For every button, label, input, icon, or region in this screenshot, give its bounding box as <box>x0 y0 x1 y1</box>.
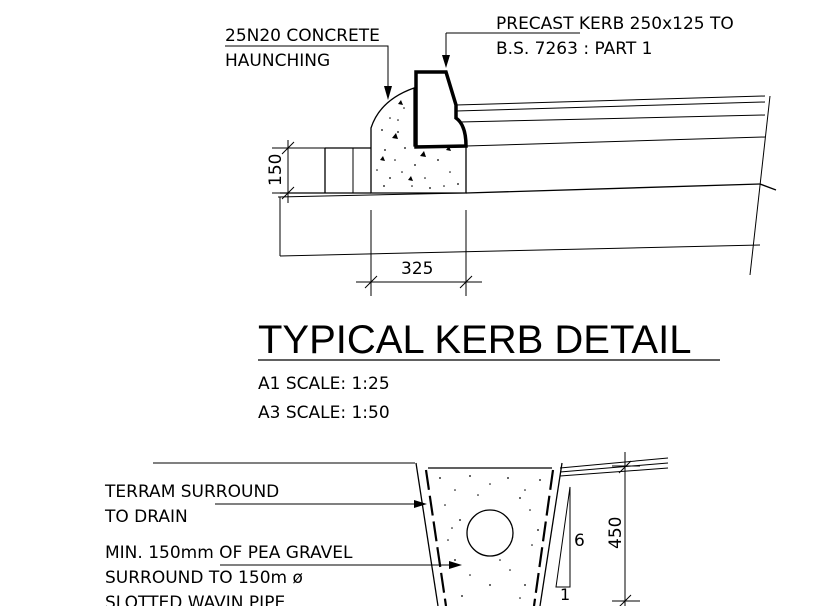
dim-width-label: 325 <box>401 259 433 279</box>
concrete-speckle <box>376 100 459 189</box>
scale-a1: A1 SCALE: 1:25 <box>258 374 390 394</box>
trench-wall-right <box>539 462 563 606</box>
terram-label-line1: TERRAM SURROUND <box>104 482 279 502</box>
terram-callout: TERRAM SURROUND TO DRAIN <box>104 482 427 527</box>
gravel-callout: MIN. 150mm OF PEA GRAVEL SURROUND TO 150… <box>105 543 462 606</box>
dim-depth: 450 <box>606 452 640 606</box>
slope-indicator: 6 1 <box>555 486 585 604</box>
dim-height-label: 150 <box>266 154 286 186</box>
detail-title: TYPICAL KERB DETAIL <box>258 318 691 362</box>
drain-detail: 6 1 450 TERRAM SURROUND TO DRAIN MIN. 15… <box>104 452 669 606</box>
haunching-label-line1: 25N20 CONCRETE <box>225 26 380 46</box>
kerb-label-line2: B.S. 7263 : PART 1 <box>496 39 652 59</box>
pavement-layers <box>279 95 777 276</box>
gravel-label-line3: SLOTTED WAVIN PIPE <box>105 593 285 606</box>
kerb-detail: 150 325 25N20 CONCRETE HAUNCHING PRECAST… <box>225 14 777 296</box>
dim-width: 325 <box>356 210 482 296</box>
terram-left <box>424 469 448 606</box>
kerb-callout: PRECAST KERB 250x125 TO B.S. 7263 : PART… <box>442 14 734 68</box>
kerb-label-line1: PRECAST KERB 250x125 TO <box>496 14 734 34</box>
title-block: TYPICAL KERB DETAIL A1 SCALE: 1:25 A3 SC… <box>258 318 720 423</box>
footpath <box>277 147 467 198</box>
haunching-label-line2: HAUNCHING <box>225 51 330 71</box>
dim-height: 150 <box>266 140 325 203</box>
slope-rise-label: 6 <box>574 531 585 551</box>
terram-right <box>532 469 555 606</box>
gravel-label-line1: MIN. 150mm OF PEA GRAVEL <box>105 543 353 563</box>
gravel-label-line2: SURROUND TO 150m ø <box>105 568 303 588</box>
trench-wall-left <box>415 462 439 606</box>
slotted-pipe <box>466 509 514 557</box>
scale-a3: A3 SCALE: 1:50 <box>258 403 390 423</box>
precast-kerb <box>414 70 468 149</box>
slope-run-label: 1 <box>560 585 570 604</box>
gravel-speckle <box>439 475 541 599</box>
concrete-haunching <box>370 87 467 194</box>
terram-label-line2: TO DRAIN <box>104 507 188 527</box>
dim-depth-label: 450 <box>606 517 626 549</box>
haunching-callout: 25N20 CONCRETE HAUNCHING <box>225 26 392 100</box>
